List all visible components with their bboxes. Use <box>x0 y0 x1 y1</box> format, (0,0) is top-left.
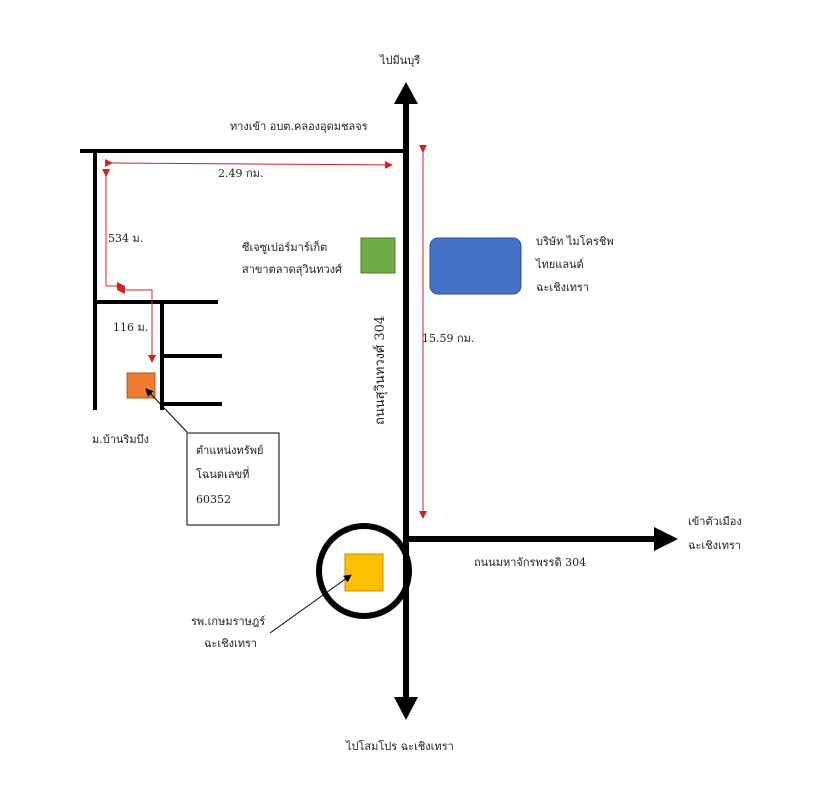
hospital-marker <box>344 553 384 592</box>
east-destination-label-2: ฉะเชิงเทรา <box>688 539 741 552</box>
north-arrow-head <box>394 82 418 104</box>
company-label-3: ฉะเชิงเทรา <box>536 281 589 294</box>
company-label-1: บริษัท ไมโครชิพ <box>536 234 614 248</box>
hospital-circle <box>316 523 412 619</box>
east-arrow-head <box>654 527 678 551</box>
dist-vertical-label: 534 ม. <box>108 232 143 245</box>
dist-east-west-label: 2.49 กม. <box>218 167 263 180</box>
supermarket-label-1: ซีเจซูเปอร์มาร์เก็ต <box>242 240 327 254</box>
access-road-label: ทางเข้า อบต.คลองอุดมชลจร <box>230 120 368 133</box>
property-label-1: ตำแหน่งทรัพย์ <box>196 444 263 457</box>
east-destination-label-1: เข้าตัวเมือง <box>688 515 742 528</box>
hospital-pointer <box>269 574 352 634</box>
village-label: ม.บ้านริมบึง <box>92 433 149 446</box>
south-arrow-head <box>394 697 418 720</box>
hospital-label-1: รพ.เกษมราษฎร์ <box>191 615 265 628</box>
dim-short <box>117 286 153 294</box>
hospital-label-2: ฉะเชิงเทรา <box>204 637 257 650</box>
south-destination-label: ไปโสมโปร ฉะเชิงเทรา <box>345 739 454 753</box>
east-road-label: ถนนมหาจักรพรรดิ 304 <box>474 556 586 569</box>
supermarket-label-2: สาขาตลาดสุวินทวงศ์ <box>242 263 342 276</box>
property-info-box <box>186 432 280 526</box>
property-label-2: โฉนดเลขที่ <box>196 466 249 481</box>
dist-short-label: 116 ม. <box>113 321 148 334</box>
property-pointer <box>145 388 188 433</box>
supermarket-marker <box>360 237 396 274</box>
north-destination-label: ไปมีนบุรี <box>379 54 420 67</box>
company-marker <box>429 237 522 295</box>
company-label-2: ไทยแลนด์ <box>535 258 584 271</box>
property-label-3: 60352 <box>196 493 231 506</box>
dim-east-west <box>104 158 393 169</box>
highway-name-label: ถนนสุวินทวงศ์ 304 <box>372 316 388 425</box>
dist-highway-label: 15.59 กม. <box>422 332 474 345</box>
